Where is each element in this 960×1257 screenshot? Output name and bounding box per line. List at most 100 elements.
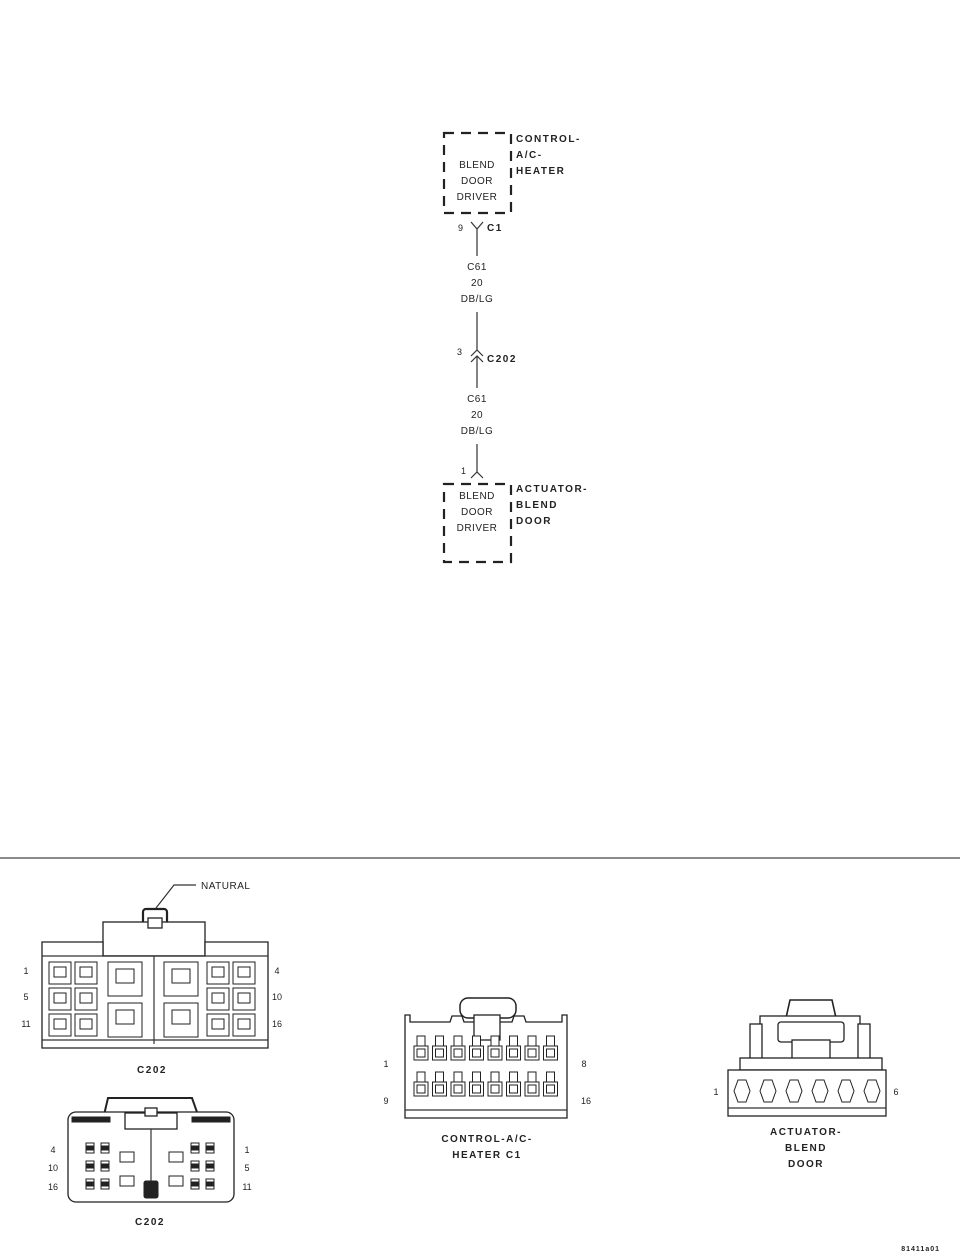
cavity-terminal [171, 1009, 191, 1025]
c1-pin-label: 1 [383, 1059, 388, 1069]
rear-terminal [168, 1151, 184, 1163]
rear-terminal-fill [101, 1145, 109, 1151]
c202-front-pin-label: 10 [272, 992, 282, 1002]
control-name-line-3: HEATER [516, 166, 565, 177]
cavity-terminal [237, 992, 251, 1004]
rear-terminal [119, 1175, 135, 1187]
c202-rear-pin-label: 11 [242, 1182, 251, 1192]
rear-terminal-fill [206, 1163, 214, 1169]
cavity-terminal [211, 1018, 225, 1030]
cavity-terminal [79, 966, 93, 978]
wire-top-gauge: 20 [471, 278, 483, 289]
wire-bottom-circuit: C61 [467, 394, 487, 405]
c1-pin-label: 8 [581, 1059, 586, 1069]
natural-callout: NATURAL [201, 881, 250, 892]
cavity-terminal [527, 1084, 537, 1094]
cavity-terminal [211, 966, 225, 978]
cavity-terminal [509, 1084, 518, 1094]
cavity-latch [435, 1071, 444, 1083]
rear-terminal-fill [86, 1145, 94, 1151]
cavity-terminal [453, 1084, 463, 1094]
actuator-inner-line-1: BLEND [459, 491, 495, 502]
cavity-latch [527, 1071, 537, 1083]
c202-rear-pin-label: 10 [48, 1163, 58, 1173]
actuator-inner-line-2: DOOR [461, 507, 493, 518]
cavity-terminal [115, 1009, 135, 1025]
c1-connector-symbol: 9 C1 [458, 221, 503, 234]
cavity-latch [490, 1035, 500, 1047]
cavity-latch [509, 1071, 518, 1083]
cavity-terminal [453, 1048, 463, 1058]
c202-inline-connector: 3 C202 [457, 347, 517, 365]
rear-terminal-fill [86, 1163, 94, 1169]
actuator-caption-line-3: DOOR [788, 1159, 824, 1170]
cavity-latch [453, 1035, 463, 1047]
wire-top-label: C61 20 DB/LG [461, 262, 493, 305]
actuator-box: BLEND DOOR DRIVER [442, 482, 513, 564]
c202-pin-number: 3 [457, 347, 462, 357]
cavity-terminal [211, 992, 225, 1004]
cavity-terminal [79, 1018, 93, 1030]
cavity-terminal [435, 1048, 444, 1058]
c202-front-pin-label: 4 [274, 966, 279, 976]
c1-caption-line-1: CONTROL-A/C- [441, 1134, 532, 1145]
c1-pin-number: 9 [458, 223, 463, 233]
rear-terminal-fill [101, 1163, 109, 1169]
cavity-terminal [490, 1084, 500, 1094]
rear-terminal-fill [206, 1145, 214, 1151]
control-inner-line-3: DRIVER [457, 192, 498, 203]
control-module-box: BLEND DOOR DRIVER [442, 131, 513, 215]
cavity-terminal [490, 1048, 500, 1058]
cavity-terminal [546, 1048, 555, 1058]
c202-rear-cavities [85, 1142, 215, 1190]
rear-terminal [168, 1175, 184, 1187]
rear-terminal-fill [101, 1181, 109, 1187]
cavity [863, 1079, 881, 1103]
control-name-line-1: CONTROL- [516, 134, 581, 145]
c1-pin-label: 9 [383, 1096, 388, 1106]
actuator-inner-line-3: DRIVER [457, 523, 498, 534]
cavity-latch [490, 1071, 500, 1083]
wire-top-circuit: C61 [467, 262, 487, 273]
cavity-terminal [435, 1084, 444, 1094]
figure-id: 81411a01 [901, 1246, 940, 1253]
c202-rear-pin-label: 1 [244, 1145, 249, 1155]
cavity-latch [435, 1035, 444, 1047]
control-name-line-2: A/C- [516, 150, 543, 161]
cavity-terminal [546, 1084, 555, 1094]
cavity-latch [472, 1035, 481, 1047]
rear-terminal [119, 1151, 135, 1163]
actuator-connector-symbol: 1 [461, 466, 484, 479]
cavity-latch [416, 1035, 426, 1047]
cavity-latch [527, 1035, 537, 1047]
cavity-terminal [79, 992, 93, 1004]
actuator-view-pin-label: 1 [713, 1087, 718, 1097]
control-inner-line-2: DOOR [461, 176, 493, 187]
cavity [837, 1079, 855, 1103]
control-inner-line-1: BLEND [459, 160, 495, 171]
c1-connector-name: C1 [487, 223, 503, 234]
cavity-terminal [472, 1084, 481, 1094]
actuator-connector-view: 1 6 ACTUATOR- BLEND DOOR [713, 999, 899, 1170]
c202-front-pin-label: 11 [21, 1019, 30, 1029]
cavity-terminal [115, 968, 135, 984]
actuator-caption-line-1: ACTUATOR- [770, 1127, 842, 1138]
c202-rear-caption: C202 [135, 1217, 165, 1228]
c202-connector-name: C202 [487, 354, 517, 365]
wire-bottom-label: C61 20 DB/LG [461, 394, 494, 437]
actuator-pin-number: 1 [461, 466, 466, 476]
cavity-terminal [237, 1018, 251, 1030]
cavity [759, 1079, 777, 1103]
c202-rear-pin-label: 5 [244, 1163, 249, 1173]
cavity-latch [416, 1071, 426, 1083]
control-c1-view: 1 9 8 16 CONTROL-A/C- HEATER C1 [383, 997, 591, 1161]
actuator-name-line-1: ACTUATOR- [516, 484, 588, 495]
actuator-name-line-2: BLEND [516, 500, 558, 511]
cavity-latch [546, 1035, 555, 1047]
rear-terminal-fill [206, 1181, 214, 1187]
cavity-latch [472, 1071, 481, 1083]
c202-front-pin-label: 1 [23, 966, 28, 976]
wire-bottom-color: DB/LG [461, 426, 494, 437]
c1-pin-label: 16 [581, 1096, 591, 1106]
cavity-terminal [509, 1048, 518, 1058]
